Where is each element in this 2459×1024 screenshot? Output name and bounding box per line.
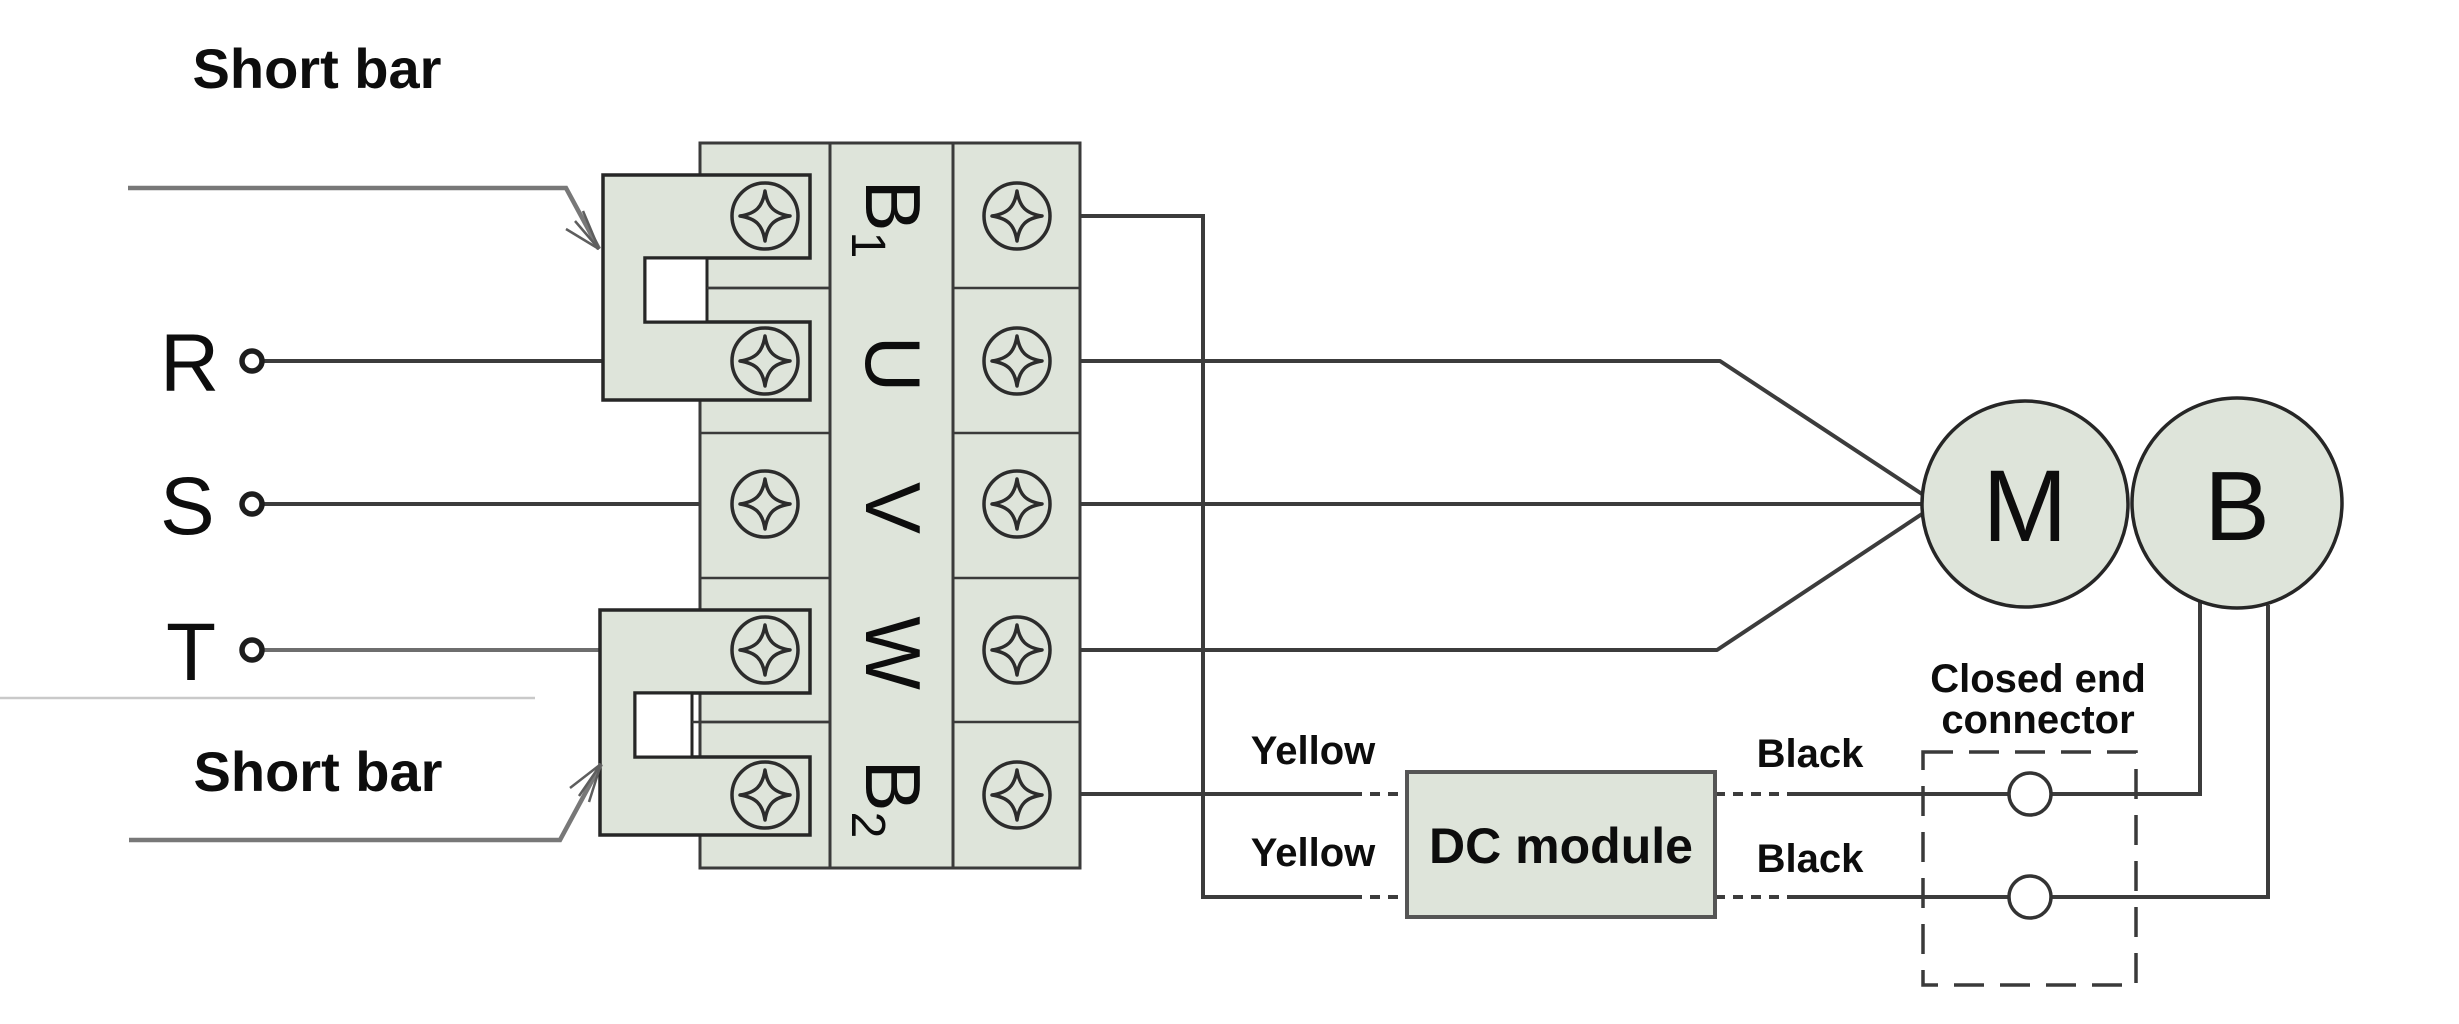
wire-black-bottom <box>1797 605 2270 899</box>
short-bar-top-label: Short bar <box>193 37 442 100</box>
connector-circle <box>2007 771 2053 817</box>
wire-black-top <box>1797 600 2202 796</box>
terminal-labels: B1 U V W B2 <box>841 180 937 839</box>
input-label-t: T <box>166 607 216 698</box>
terminal-block-body <box>698 141 1082 870</box>
output-wires <box>1017 214 2270 899</box>
motor-circle: M <box>1920 399 2130 609</box>
wire-w <box>1017 508 1930 652</box>
terminal-label-b1: B1 <box>841 180 937 259</box>
arrow-icon <box>129 762 603 843</box>
closed-end-connector-label-line1: Closed end <box>1930 657 2146 701</box>
input-label-s: S <box>160 461 215 552</box>
arrow-icon <box>128 185 601 251</box>
terminal-label-v: V <box>849 482 937 534</box>
power-inputs: R S T <box>160 318 265 698</box>
yellow-label-bottom: Yellow <box>1251 831 1376 875</box>
terminal-ring-icon <box>239 637 265 663</box>
short-bar-bottom-label: Short bar <box>194 740 443 803</box>
short-bar-bottom-notch <box>633 691 694 759</box>
brake-label: B <box>2204 451 2269 561</box>
terminal-ring-icon <box>239 348 265 374</box>
arrowhead-bottom <box>569 763 603 803</box>
arrowhead-top <box>565 210 601 251</box>
yellow-label-top: Yellow <box>1251 729 1376 773</box>
wire-color-labels: Yellow Yellow Black Black <box>1251 729 1864 881</box>
black-label-top: Black <box>1757 732 1864 776</box>
dc-module-label: DC module <box>1429 818 1693 874</box>
brake-circle: B <box>2130 396 2344 610</box>
terminal-ring-icon <box>239 491 265 517</box>
dc-module: DC module <box>1405 770 1717 919</box>
dc-module-box <box>1405 770 1717 919</box>
terminal-label-b2: B2 <box>841 760 937 839</box>
terminal-label-w: W <box>849 616 937 690</box>
closed-end-connector-label-line2: connector <box>1941 698 2134 742</box>
motor-label: M <box>1983 449 2068 563</box>
closed-end-connector: Closed end connector <box>1921 657 2146 987</box>
terminal-label-u: U <box>849 336 937 392</box>
input-wires <box>262 359 765 652</box>
black-label-bottom: Black <box>1757 837 1864 881</box>
terminal-block: B1 U V W B2 <box>598 141 1082 870</box>
input-label-r: R <box>160 318 219 409</box>
short-bar-annotations: Short bar Short bar <box>128 37 603 843</box>
connector-circle <box>2007 874 2053 920</box>
short-bar-top <box>601 173 830 402</box>
wire-u <box>1017 359 1930 500</box>
closed-end-connector-box <box>1921 750 2138 987</box>
short-bar-bottom <box>598 608 830 837</box>
wire-b1 <box>1017 214 1352 899</box>
short-bar-top-notch <box>643 256 709 324</box>
